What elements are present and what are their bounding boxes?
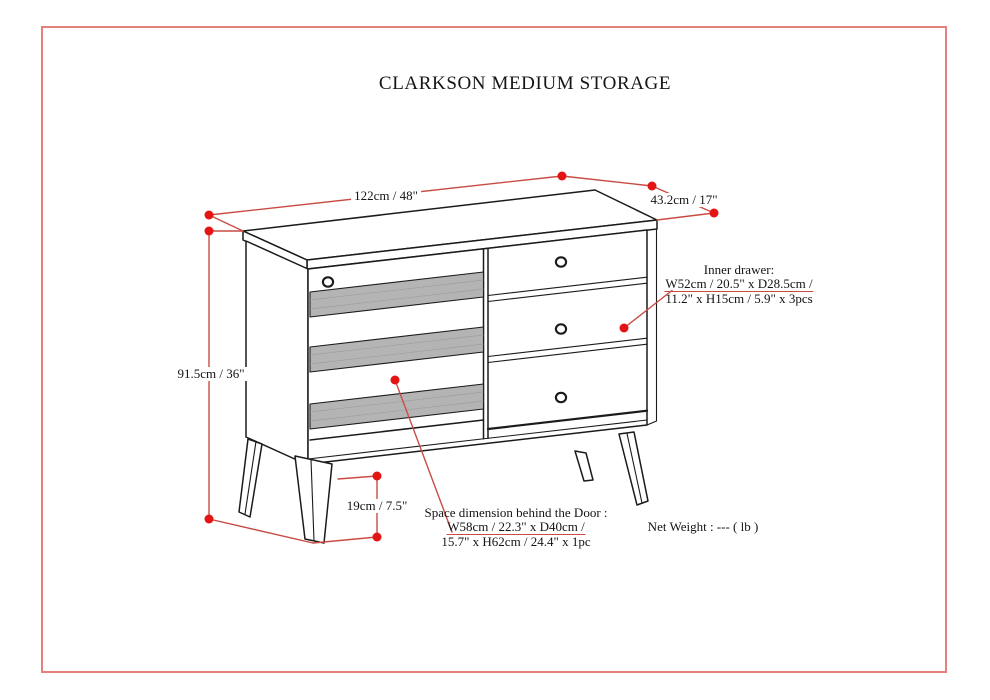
door-space-callout-line1: Space dimension behind the Door : [424, 505, 608, 520]
cabinet-legs [238, 431, 649, 544]
leg-front-left [294, 455, 333, 544]
drawer-knob-3 [554, 391, 568, 404]
leg-back-right [574, 450, 594, 482]
depth-dimension-label: 43.2cm / 17" [647, 193, 721, 207]
door-slat-middle [309, 326, 485, 373]
page-title: CLARKSON MEDIUM STORAGE [378, 73, 672, 94]
drawer-knob-1 [554, 256, 568, 268]
door-knob [321, 276, 335, 288]
width-dimension-label: 122cm / 48" [351, 189, 421, 203]
dimension-dots [204, 171, 719, 542]
door-space-callout-line3: 15.7" x H62cm / 24.4" x 1pc [441, 534, 591, 549]
leg-front-right [618, 431, 649, 506]
inner-drawer-anchor-dot [619, 323, 629, 333]
height-dimension-label: 91.5cm / 36" [174, 367, 248, 381]
door-slat-top [309, 271, 485, 318]
door-space-callout: Space dimension behind the Door : W58cm … [424, 506, 607, 549]
net-weight-label: Net Weight : --- ( lb ) [647, 519, 759, 534]
cabinet-door [309, 247, 489, 441]
inner-drawer-leader-line [623, 289, 673, 329]
inner-drawer-callout: Inner drawer: W52cm / 20.5" x D28.5cm / … [664, 262, 814, 306]
door-slat-bottom [309, 383, 485, 430]
cabinet-left-panel [245, 240, 309, 466]
leg-height-dimension-label: 19cm / 7.5" [343, 499, 411, 513]
door-space-leader-line [394, 379, 453, 533]
door-space-anchor-dot [390, 375, 400, 385]
door-space-callout-line2: W58cm / 22.3" x D40cm / [446, 518, 586, 535]
inner-drawer-callout-line1: Inner drawer: [703, 262, 775, 277]
inner-drawer-callout-line3: 11.2" x H15cm / 5.9" x 3pcs [665, 291, 813, 306]
inner-drawer-callout-line2: W52cm / 20.5" x D28.5cm / [664, 275, 814, 292]
drawer-knob-2 [554, 323, 568, 335]
cabinet-drawers [486, 256, 649, 431]
